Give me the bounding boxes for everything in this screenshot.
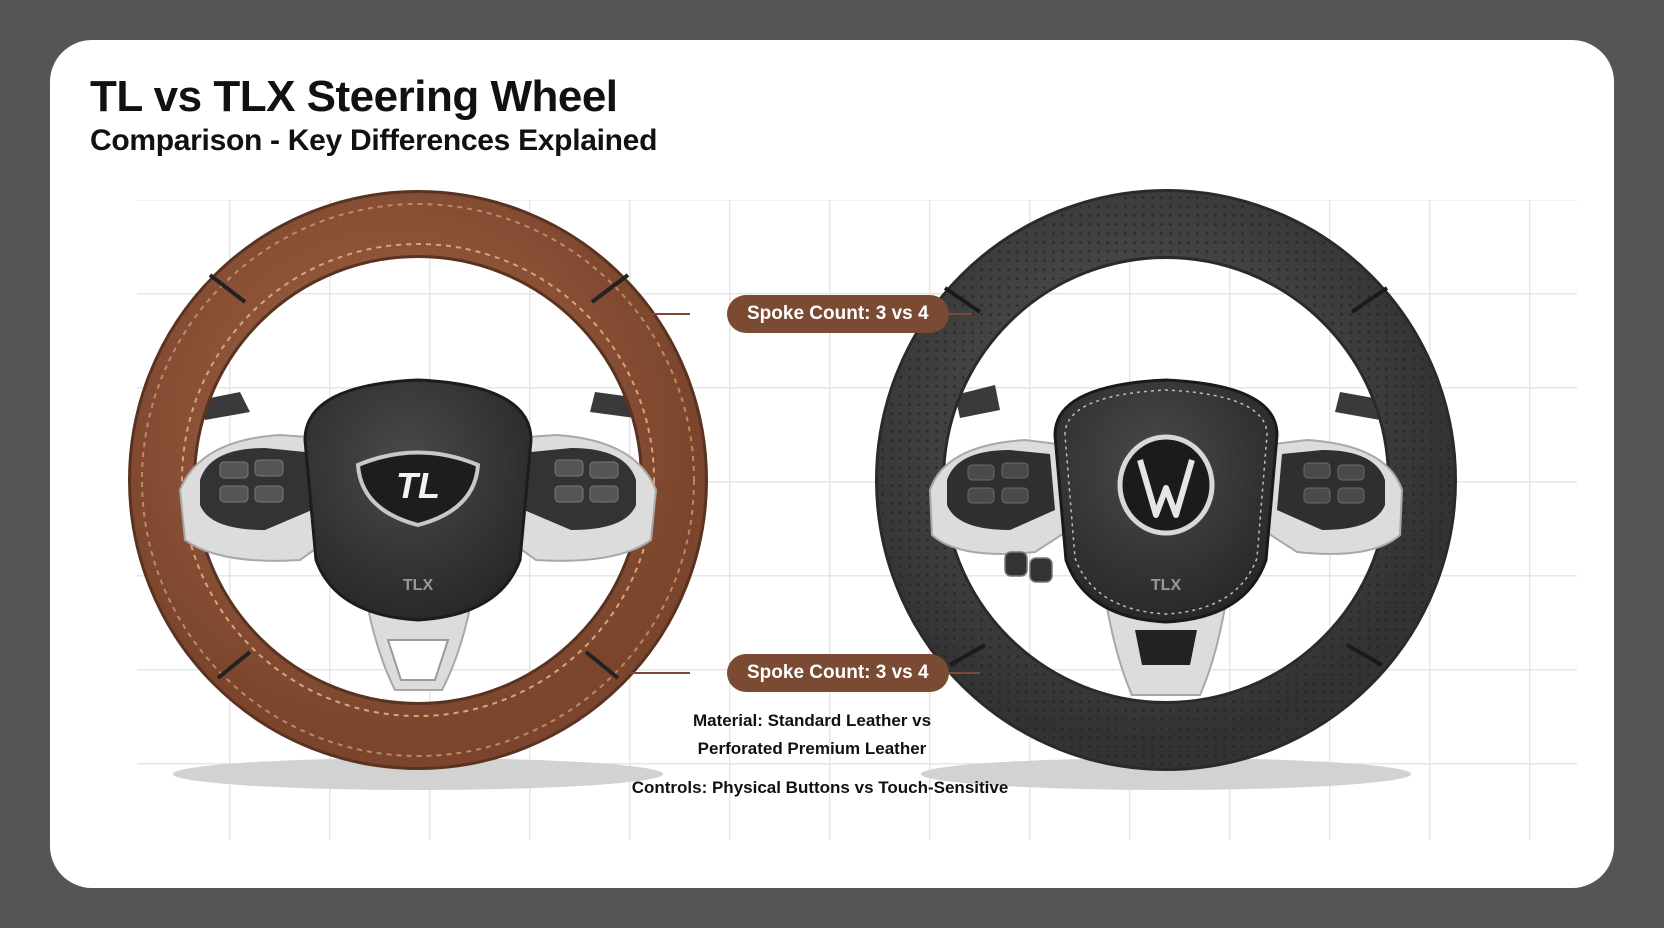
acura-emblem xyxy=(1117,434,1215,536)
tl-badge-text: TL xyxy=(396,465,440,506)
spoke-count-callout-top: Spoke Count: 3 vs 4 xyxy=(727,295,949,333)
right-wheel-shadow xyxy=(921,758,1411,790)
right-steering-wheel: TLX xyxy=(875,189,1457,771)
material-callout-line1: Material: Standard Leather vs xyxy=(692,711,932,730)
material-callout: Material: Standard Leather vs Perforated… xyxy=(672,707,952,763)
infographic-card: TL vs TLX Steering Wheel Comparison - Ke… xyxy=(50,40,1614,888)
left-steering-wheel: TL TLX xyxy=(128,190,708,770)
right-hub-label: TLX xyxy=(1151,577,1182,594)
comparison-illustration: TL TLX xyxy=(128,189,1457,790)
page-title: TL vs TLX Steering Wheel xyxy=(90,72,618,121)
page-subtitle: Comparison - Key Differences Explained xyxy=(90,124,658,157)
spoke-count-callout-bottom: Spoke Count: 3 vs 4 xyxy=(727,654,949,692)
left-hub-label: TLX xyxy=(403,577,434,594)
controls-callout: Controls: Physical Buttons vs Touch-Sens… xyxy=(631,778,1009,797)
material-callout-line2: Perforated Premium Leather xyxy=(697,739,927,758)
left-wheel-shadow xyxy=(173,758,663,790)
tl-badge: TL xyxy=(355,450,481,528)
